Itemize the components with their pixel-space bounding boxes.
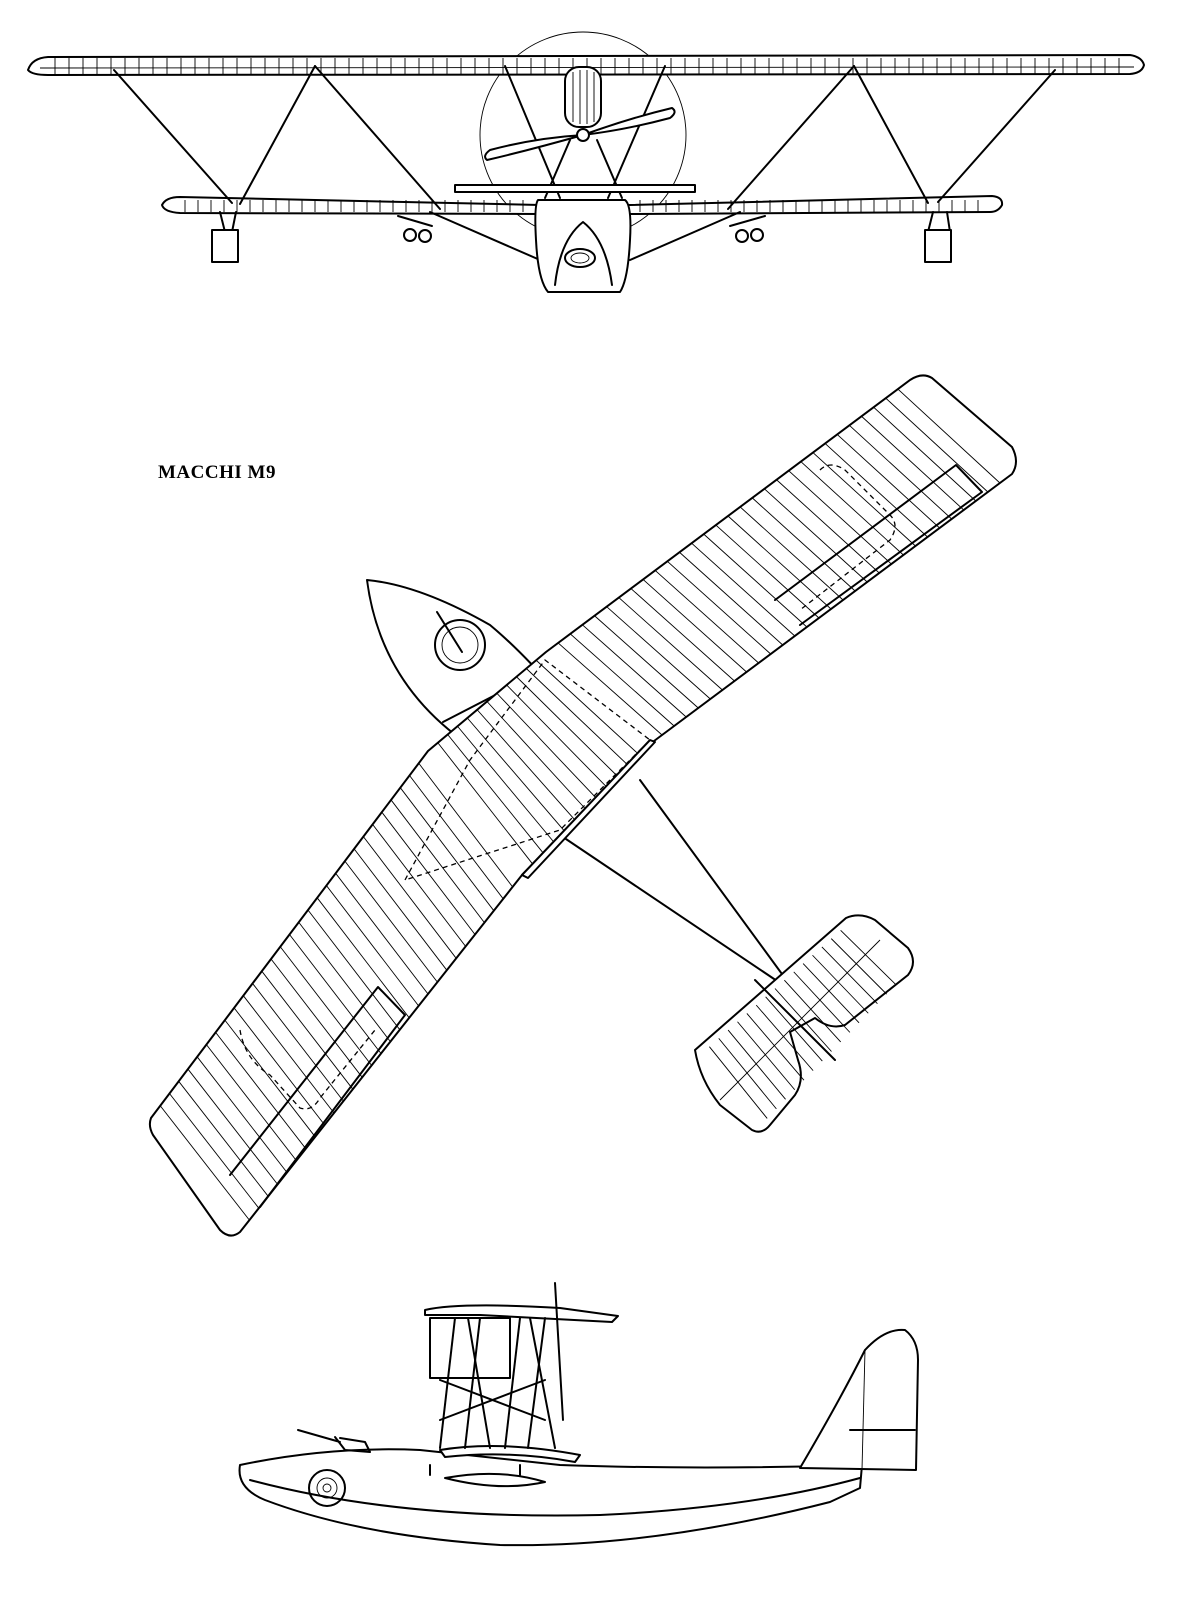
front-view — [27, 31, 1145, 293]
roundel-front — [564, 248, 596, 268]
drawing-title: MACCHI M9 — [158, 462, 276, 483]
propeller-blade-left — [484, 134, 584, 161]
side-engine — [429, 1317, 511, 1379]
side-hull — [238, 1448, 863, 1547]
plan-wing — [148, 374, 1017, 1237]
side-struts — [439, 1317, 556, 1449]
side-gun — [297, 1429, 371, 1453]
propeller-blade-right — [582, 107, 676, 136]
plan-tailplane — [694, 914, 914, 1133]
gun-ring — [434, 619, 486, 671]
tailplane — [454, 184, 696, 193]
wing-float-left — [211, 211, 239, 263]
side-upper-wing — [424, 1304, 619, 1323]
rudder-plan — [754, 979, 836, 1061]
side-lower-wing — [439, 1445, 581, 1463]
interplane-struts — [113, 65, 1056, 261]
tail-booms — [559, 779, 791, 986]
bomb-rack-left — [397, 215, 433, 243]
plan-view — [148, 374, 1017, 1237]
side-view — [238, 1282, 919, 1547]
bomb-rack-right — [729, 215, 766, 243]
machine-gun — [436, 611, 463, 653]
fin-rudder — [799, 1328, 919, 1471]
engine — [564, 66, 602, 128]
roundel-side — [308, 1469, 346, 1507]
side-propeller — [554, 1282, 564, 1421]
wing-float-right — [924, 211, 952, 263]
front-hull — [534, 199, 632, 293]
